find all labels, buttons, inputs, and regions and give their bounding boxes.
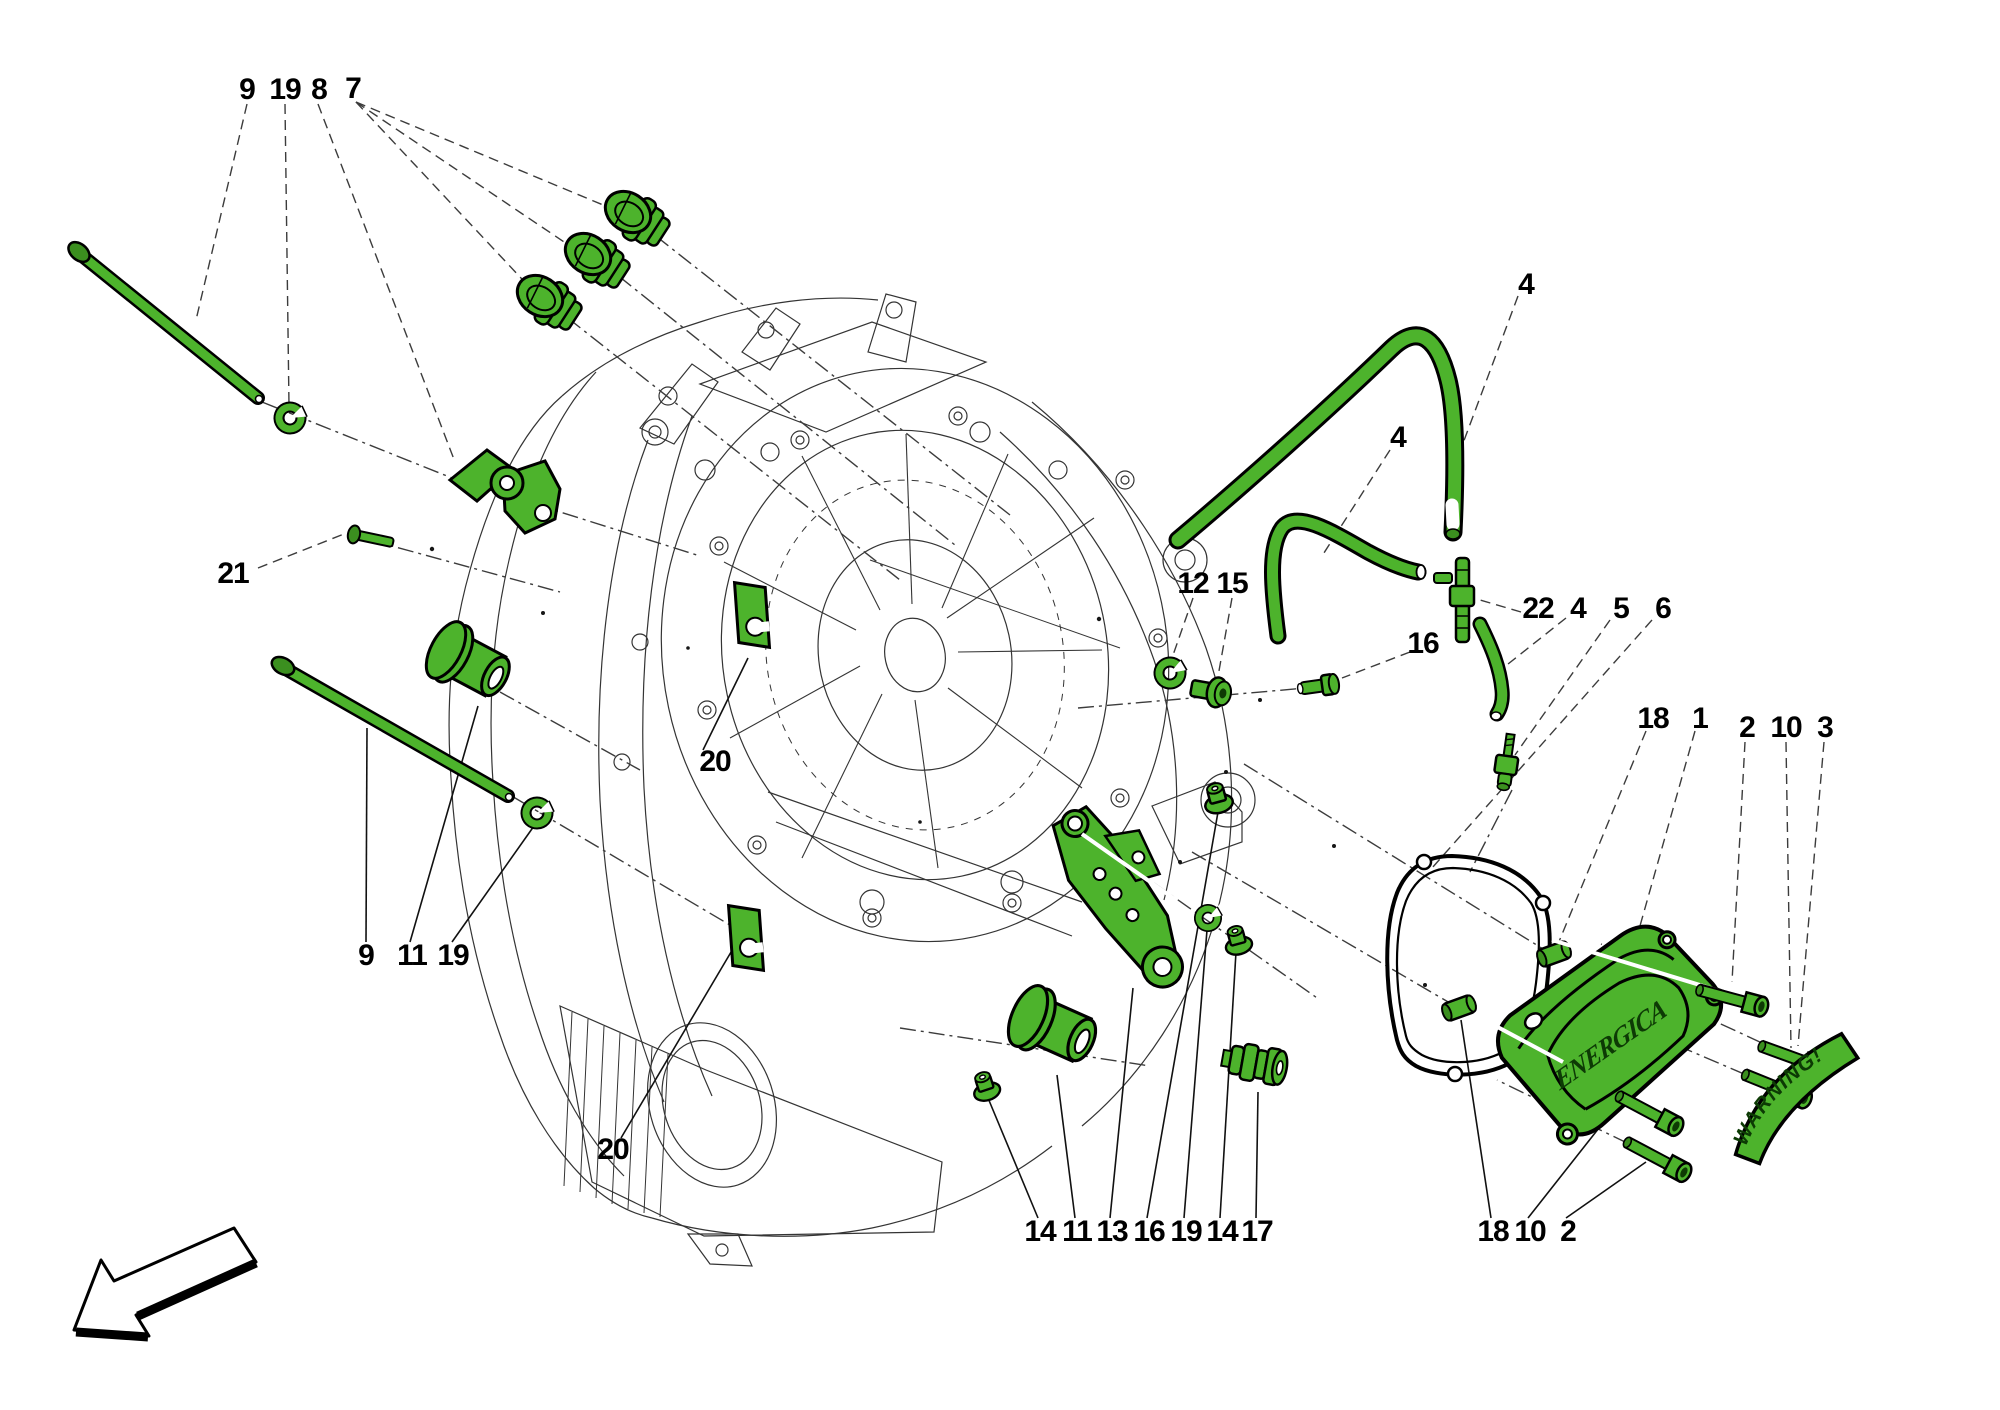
part-callout-c20b: 20	[597, 1133, 629, 1166]
part-hose-4-large	[1168, 326, 1465, 550]
part-bolt-21	[346, 524, 395, 548]
speckles	[429, 546, 1427, 987]
part-callout-c19c: 19	[1170, 1215, 1202, 1248]
part-callout-c12: 12	[1177, 567, 1209, 600]
axis-highlight-cover-b	[1476, 1014, 1564, 1064]
part-callout-c2b: 2	[1560, 1215, 1577, 1248]
part-cover-1: ENERGICA	[1495, 924, 1724, 1146]
part-bolt-16-right	[1296, 672, 1341, 697]
part-callout-c22: 22	[1522, 592, 1554, 625]
part-bushing-18-lower	[1438, 992, 1480, 1024]
part-callout-c19b: 19	[437, 939, 469, 972]
part-callout-c17: 17	[1241, 1215, 1273, 1248]
part-callout-c21: 21	[217, 557, 249, 590]
part-hose-4-elbow	[1472, 616, 1510, 722]
part-callout-c7t: 7	[345, 72, 362, 105]
gearbox-housing-line-art	[448, 293, 1256, 1267]
part-callout-c13: 13	[1096, 1215, 1128, 1248]
part-washer-19-mid	[1190, 897, 1231, 936]
part-callout-c10b: 10	[1514, 1215, 1546, 1248]
part-callout-c4a: 4	[1518, 268, 1535, 301]
part-callout-c11a: 11	[397, 939, 428, 972]
part-bracket-13	[1051, 804, 1184, 989]
part-bushing-11-bottom	[998, 978, 1108, 1076]
part-gasket-6	[1385, 853, 1552, 1083]
part-bushing-15	[1189, 676, 1233, 709]
part-plate-20-lower	[726, 903, 766, 973]
part-callout-c5: 5	[1613, 592, 1630, 625]
part-callout-c14a: 14	[1024, 1215, 1056, 1248]
leader-lines-solid	[365, 657, 1647, 1219]
part-tee-22	[1433, 556, 1476, 644]
part-callout-c10a: 10	[1770, 711, 1802, 744]
part-damper-17	[1219, 1042, 1289, 1087]
part-callout-c16r: 16	[1407, 627, 1439, 660]
part-callout-c18a: 18	[1637, 702, 1669, 735]
part-callout-c1: 1	[1692, 702, 1709, 735]
part-washer-19-left	[516, 790, 563, 834]
part-callout-c8t: 8	[311, 73, 328, 106]
part-rod-9-lower	[270, 655, 515, 803]
part-callout-c11b: 11	[1062, 1215, 1093, 1248]
part-callout-c3: 3	[1817, 711, 1834, 744]
part-bolt-10-b	[1610, 1084, 1688, 1140]
part-callout-c18b: 18	[1477, 1215, 1509, 1248]
part-callout-c2a: 2	[1739, 711, 1756, 744]
part-callout-c14b: 14	[1206, 1215, 1238, 1248]
part-callout-c6: 6	[1655, 592, 1672, 625]
part-nut-14-mid	[1219, 921, 1256, 959]
part-bolt-2-b	[1618, 1130, 1696, 1186]
part-rod-9-top	[67, 240, 265, 405]
part-callout-c20a: 20	[699, 745, 731, 778]
part-callout-c9t: 9	[239, 73, 256, 106]
part-callout-c4c: 4	[1570, 592, 1587, 625]
part-washer-19-top	[269, 395, 316, 439]
part-plate-20-upper	[732, 580, 772, 650]
part-callout-c19t: 19	[269, 73, 301, 106]
part-plug-7c	[505, 262, 590, 340]
part-washer-12	[1149, 649, 1197, 695]
part-callout-c4b: 4	[1390, 421, 1407, 454]
part-callout-c9b: 9	[358, 939, 375, 972]
part-nut-14-bottom	[967, 1067, 1004, 1106]
part-callout-c16b: 16	[1133, 1215, 1165, 1248]
part-hose-4-small	[1264, 512, 1427, 645]
axis-highlight-13	[1080, 832, 1178, 902]
part-valve-5	[1493, 732, 1520, 792]
direction-arrow	[72, 1226, 258, 1342]
part-bracket-8	[447, 448, 562, 535]
part-callout-c15: 15	[1216, 567, 1248, 600]
